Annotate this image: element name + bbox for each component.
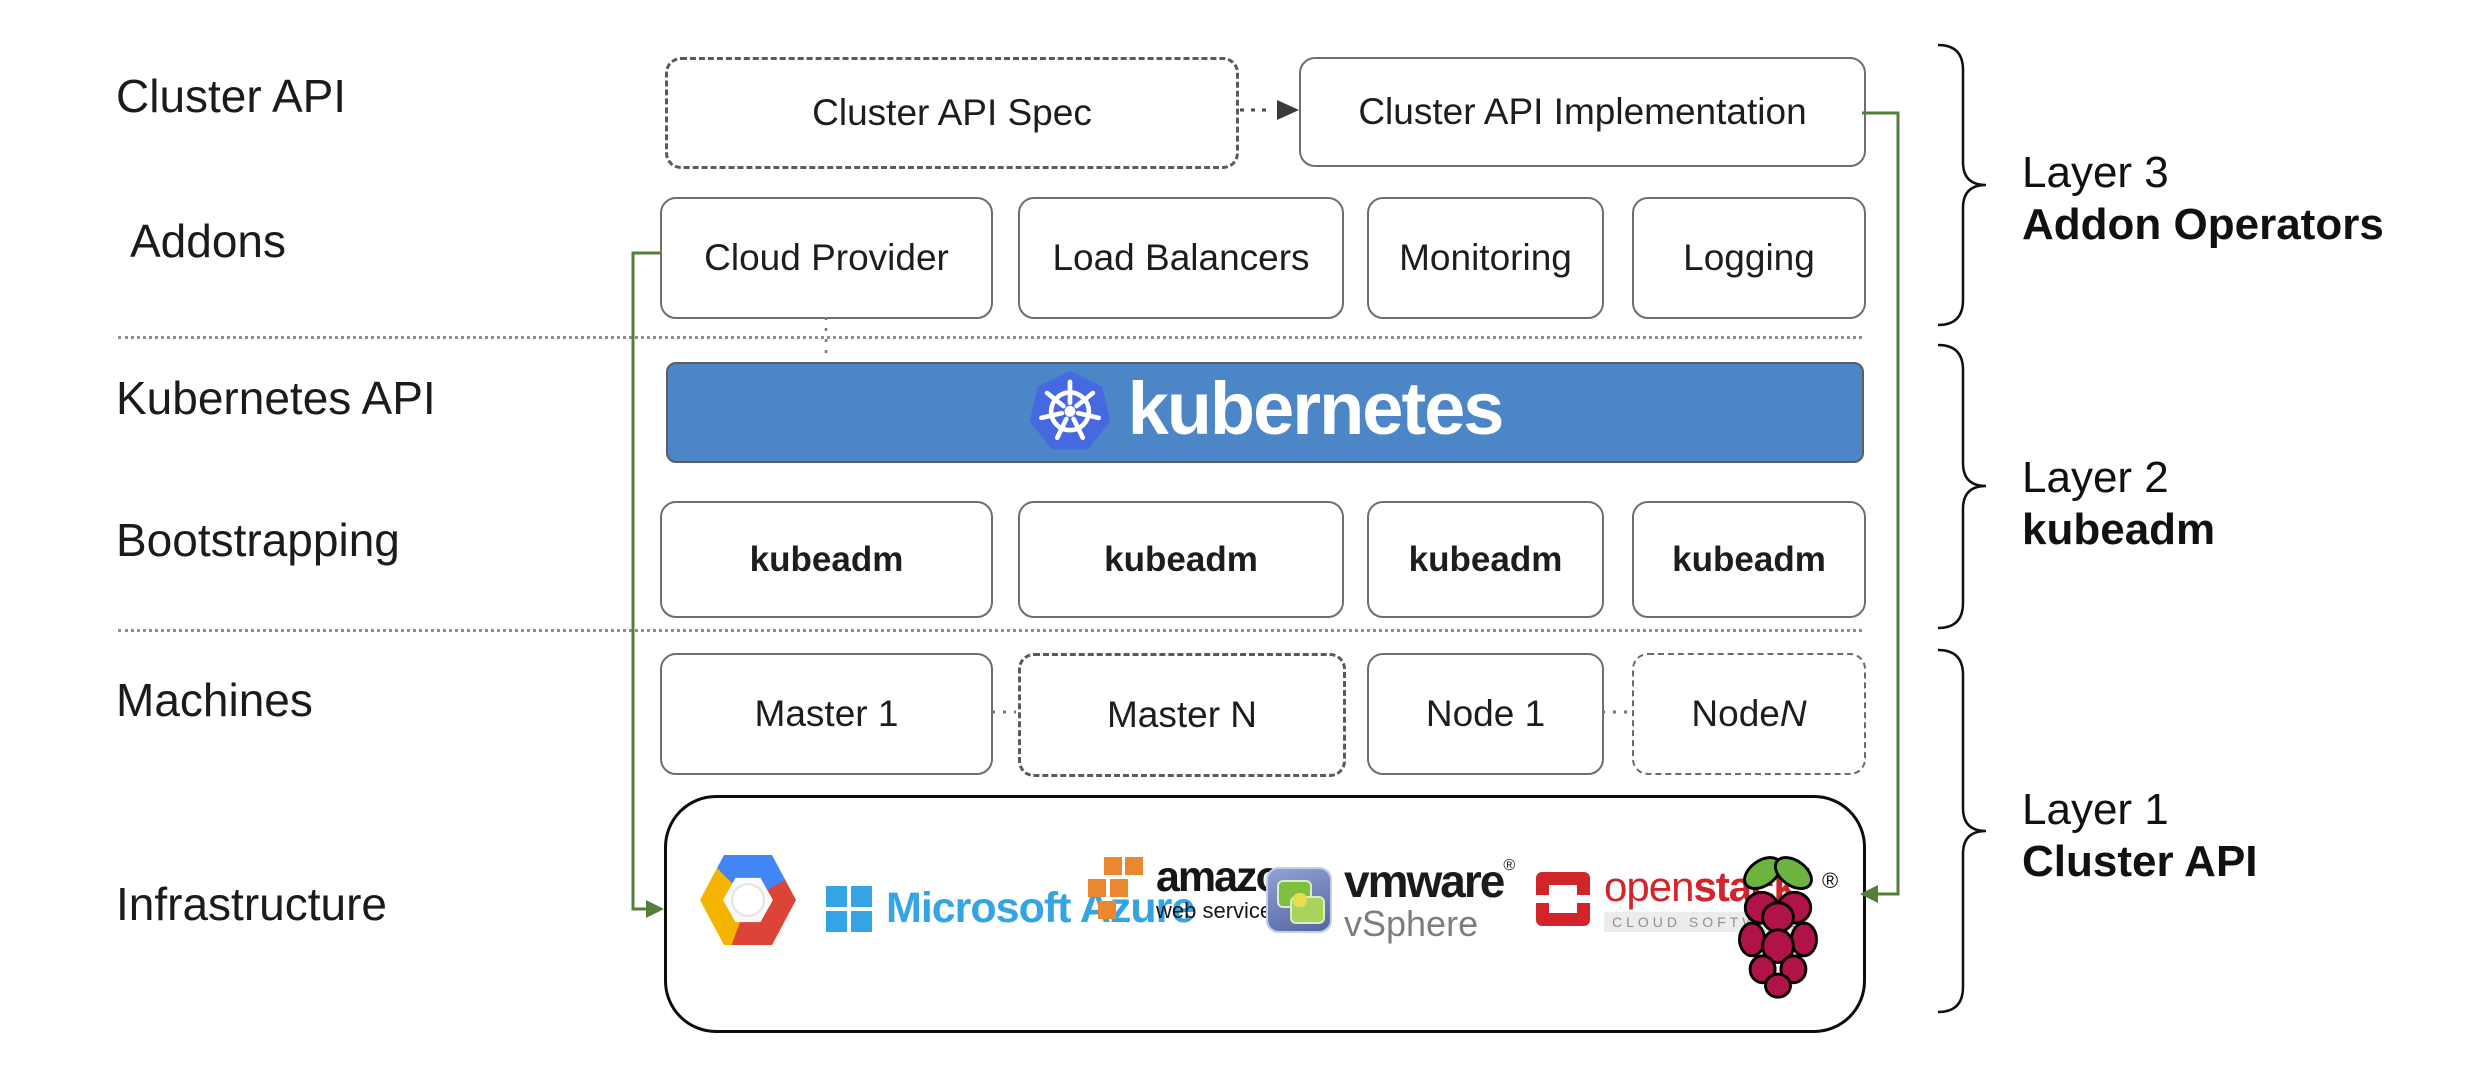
box-kubeadm-3: kubeadm	[1367, 501, 1604, 618]
vsphere-label: vSphere	[1344, 903, 1479, 944]
box-cloud-provider: Cloud Provider	[660, 197, 993, 319]
box-node-1: Node 1	[1367, 653, 1604, 775]
node-n-label: Node	[1691, 693, 1780, 734]
box-cluster-api-spec: Cluster API Spec	[665, 57, 1239, 169]
arrow-right-icon	[1277, 100, 1299, 120]
gcp-hexagon	[700, 855, 796, 945]
box-logging: Logging	[1632, 197, 1866, 319]
vmware-registered-mark: ®	[1503, 857, 1516, 874]
brace-layer-1	[1937, 648, 1987, 1014]
row-label-machines: Machines	[116, 674, 313, 726]
box-kubeadm-4: kubeadm	[1632, 501, 1866, 618]
layer-3-subtitle: Addon Operators	[2022, 200, 2384, 249]
layer-3-title: Layer 3	[2022, 148, 2169, 197]
row-label-bootstrapping: Bootstrapping	[116, 514, 400, 566]
box-master-n: Master N	[1018, 653, 1346, 777]
openstack-icon	[1533, 872, 1593, 926]
rpi-registered-mark: ®	[1822, 868, 1839, 893]
google-cloud-icon	[700, 850, 796, 950]
row-label-kubernetes-api: Kubernetes API	[116, 372, 436, 424]
layer-1-title: Layer 1	[2022, 785, 2169, 834]
row-label-cluster-api: Cluster API	[116, 70, 347, 122]
layer-2-subtitle: kubeadm	[2022, 505, 2216, 554]
aws-cubes-icon	[1088, 857, 1148, 921]
layer-2-label: Layer 2 kubeadm	[2022, 452, 2215, 556]
azure-label: Microsoft Azure	[886, 884, 1195, 932]
kubernetes-wheel-icon	[1029, 370, 1110, 450]
node-n-italic: N	[1779, 693, 1807, 734]
box-load-balancers: Load Balancers	[1018, 197, 1344, 319]
aws-sublabel: web services	[1156, 898, 1284, 923]
green-arrow-right-icon	[646, 900, 664, 918]
box-kubeadm-1: kubeadm	[660, 501, 993, 618]
microsoft-flag-icon	[826, 885, 872, 932]
box-kubeadm-2: kubeadm	[1018, 501, 1344, 618]
kubernetes-banner: kubernetes	[666, 362, 1864, 463]
box-node-n: Node N	[1632, 653, 1866, 775]
raspberry-pi-icon	[1738, 856, 1818, 999]
row-label-addons: Addons	[130, 215, 287, 267]
green-connector-right	[1862, 111, 1900, 896]
vmware-label: vmware	[1344, 855, 1505, 907]
dotted-separator-bottom	[118, 629, 1862, 632]
dotted-separator-top	[118, 336, 1862, 339]
row-label-infrastructure: Infrastructure	[116, 878, 387, 930]
vmware-icon	[1266, 867, 1332, 933]
layer-3-label: Layer 3 Addon Operators	[2022, 147, 2384, 251]
vmware-vsphere-logo: vmware® vSphere	[1266, 858, 1515, 942]
layer-1-label: Layer 1 Cluster API	[2022, 784, 2258, 888]
box-cluster-api-implementation: Cluster API Implementation	[1299, 57, 1866, 167]
box-master-1: Master 1	[660, 653, 993, 775]
brace-layer-2	[1937, 343, 1987, 630]
layer-2-title: Layer 2	[2022, 453, 2169, 502]
microsoft-azure-logo: Microsoft Azure	[826, 884, 1195, 933]
kubernetes-wordmark: kubernetes	[1127, 367, 1505, 450]
openstack-label-light: open	[1604, 863, 1694, 910]
green-connector-left	[631, 251, 660, 911]
layer-1-subtitle: Cluster API	[2022, 837, 2258, 886]
box-monitoring: Monitoring	[1367, 197, 1604, 319]
brace-layer-3	[1937, 43, 1987, 327]
